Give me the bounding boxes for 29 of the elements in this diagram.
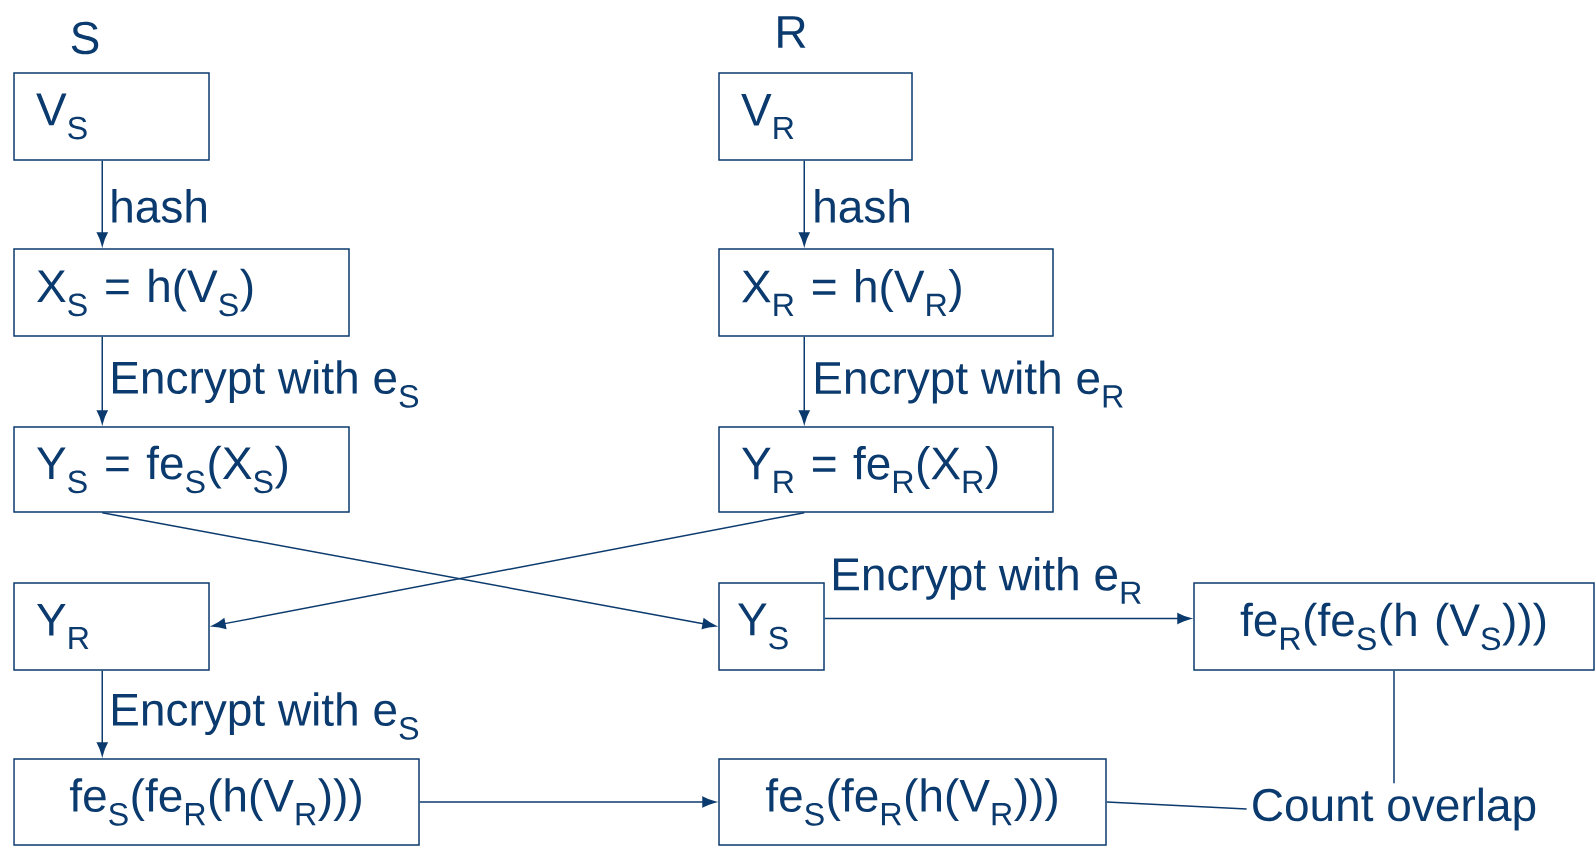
arrow	[96, 336, 108, 424]
arrow	[824, 613, 1191, 624]
text-box: X$_{S}$ = h(V$_{S}$)	[13, 248, 350, 337]
text-box: Y$_{R}$ = fe$_{R}$(X$_{R}$)	[718, 426, 1054, 513]
text-box: fe$_{R}$(fe$_{S}$(h (V$_{S}$)))	[1193, 582, 1595, 671]
text-box: fe$_{S}$(fe$_{R}$(h(V$_{R}$)))	[13, 758, 420, 846]
text-box: Y$_{R}$	[13, 582, 210, 671]
edge-label: Encrypt with e$_{R}$	[810, 358, 1127, 410]
arrow	[798, 160, 810, 246]
connector-line	[1106, 801, 1248, 810]
arrow	[798, 336, 810, 424]
arrow	[101, 512, 716, 630]
edge-label: hash	[107, 187, 211, 225]
arrow	[96, 670, 108, 756]
connector-line	[1393, 670, 1395, 785]
arrow	[96, 160, 108, 246]
edge-label: hash	[810, 187, 914, 225]
arrow	[419, 796, 716, 808]
edge-label: Encrypt with e$_{S}$	[107, 358, 423, 410]
arrow	[212, 512, 805, 629]
text-box: fe$_{S}$(fe$_{R}$(h(V$_{R}$)))	[718, 758, 1107, 846]
text-box: V$_{S}$	[13, 72, 210, 161]
step-label: Count overlap	[1253, 787, 1536, 831]
text-box: Y$_{S}$	[718, 582, 825, 671]
edge-label: Encrypt with e$_{R}$	[828, 554, 1145, 606]
edge-label: Encrypt with e$_{S}$	[107, 690, 423, 742]
text-box: X$_{R}$ = h(V$_{R}$)	[718, 248, 1054, 337]
text-box: Y$_{S}$ = fe$_{S}$(X$_{S}$)	[13, 426, 350, 513]
text-box: V$_{R}$	[718, 72, 913, 161]
